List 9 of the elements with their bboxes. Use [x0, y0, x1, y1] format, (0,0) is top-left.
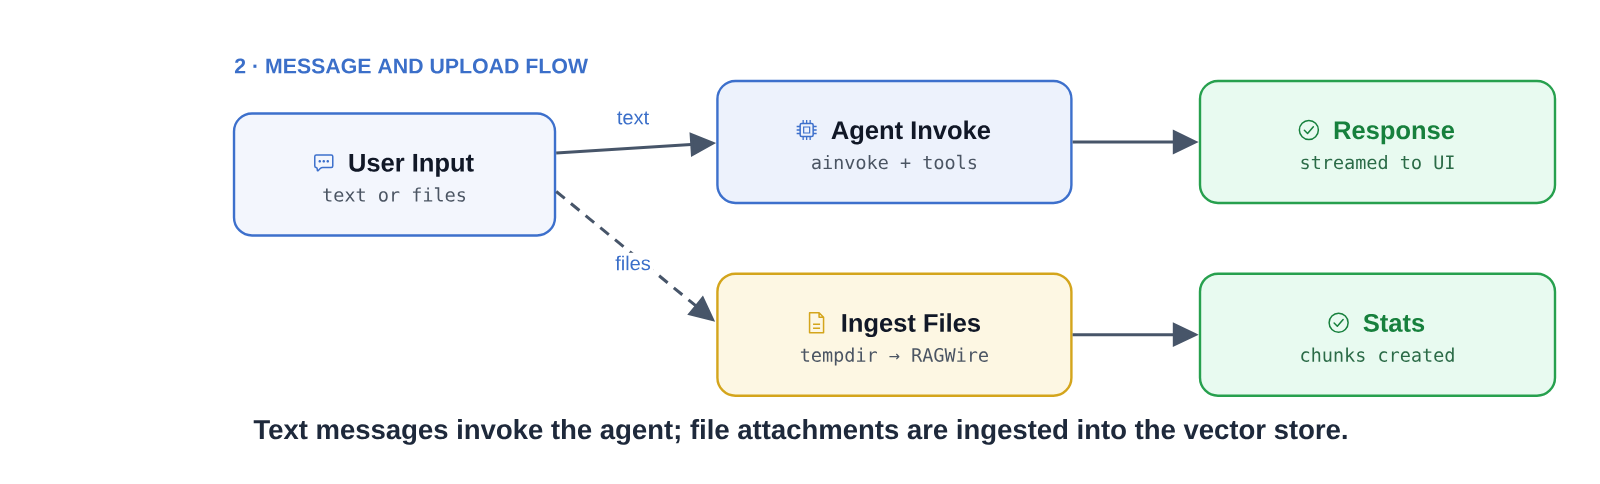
edge-label: files	[612, 252, 654, 274]
diagram-title: 2 · MESSAGE AND UPLOAD FLOW	[234, 58, 588, 74]
edge-label: text	[613, 108, 653, 128]
process-box: Ingest Files tempdir → RAGWire	[716, 272, 1073, 397]
process-box: User Input text or files	[232, 112, 557, 237]
process-box: Stats chunks created	[1198, 272, 1557, 397]
process-box: Response streamed to UI	[1198, 79, 1557, 205]
process-box: Agent Invoke ainvoke + tools	[716, 79, 1073, 205]
caption: Text messages invoke the agent; file attachments are ingested into the vector store.	[253, 419, 1347, 445]
